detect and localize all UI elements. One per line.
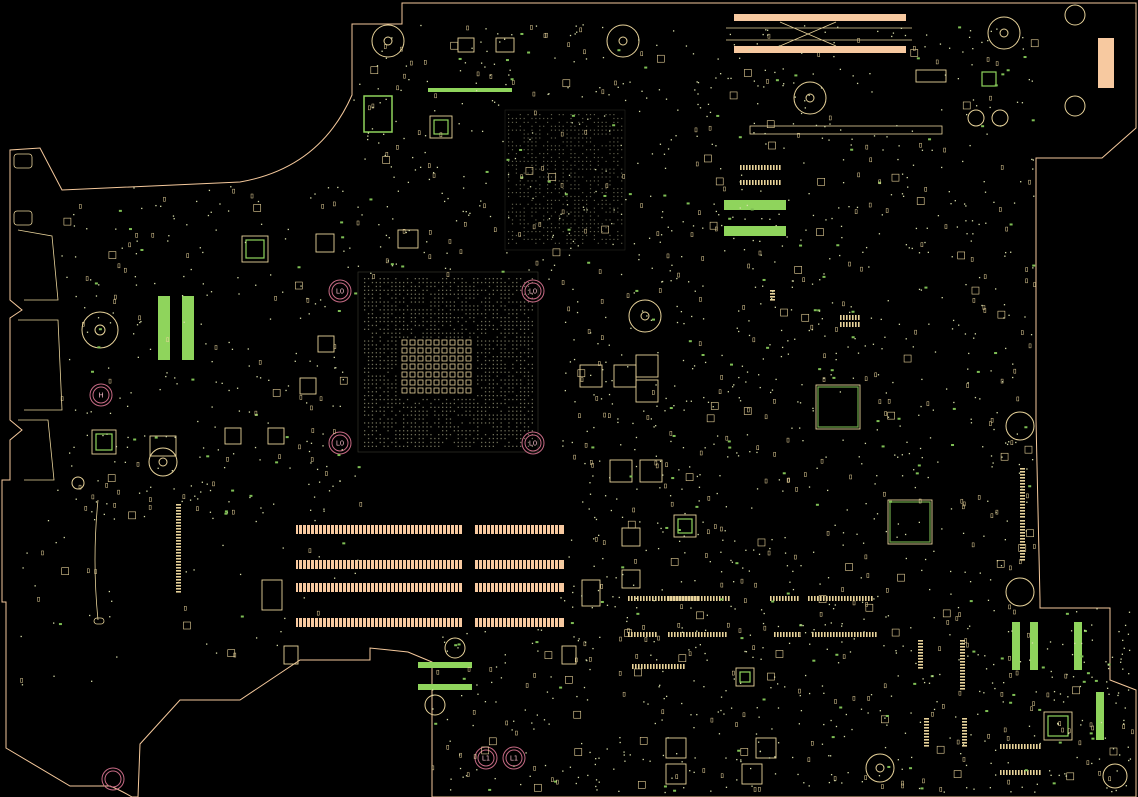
- cpu-core-pads: [364, 278, 533, 447]
- mounting-hole-label: L0: [336, 440, 344, 448]
- mounting-hole: L0: [328, 279, 352, 303]
- mounting-hole: [101, 767, 125, 791]
- left-connector-outlines: [13, 153, 105, 625]
- memory-pin-teeth: [298, 525, 559, 627]
- mounting-hole: L0: [521, 431, 545, 455]
- cpu-socket: [357, 271, 539, 453]
- mounting-hole: H: [89, 383, 113, 407]
- screw-holes: [71, 4, 1128, 789]
- mounting-hole: L0: [521, 279, 545, 303]
- mounting-hole: L1: [474, 746, 498, 770]
- small-components: [20, 24, 1134, 794]
- mounting-hole-label: L1: [482, 755, 490, 763]
- green-outlined-ics: [95, 71, 1069, 737]
- mounting-hole-label: L0: [529, 288, 537, 296]
- green-footprints: [158, 88, 1104, 740]
- mounting-hole-label: L1: [510, 755, 518, 763]
- mounting-hole: L0: [328, 431, 352, 455]
- ic-packages: [91, 37, 1073, 785]
- mounting-hole-label: L0: [336, 288, 344, 296]
- mounting-hole-label: H: [98, 392, 103, 400]
- mounting-hole-label: L0: [529, 440, 537, 448]
- top-connector: [726, 14, 1114, 135]
- chipset-area: [504, 109, 626, 251]
